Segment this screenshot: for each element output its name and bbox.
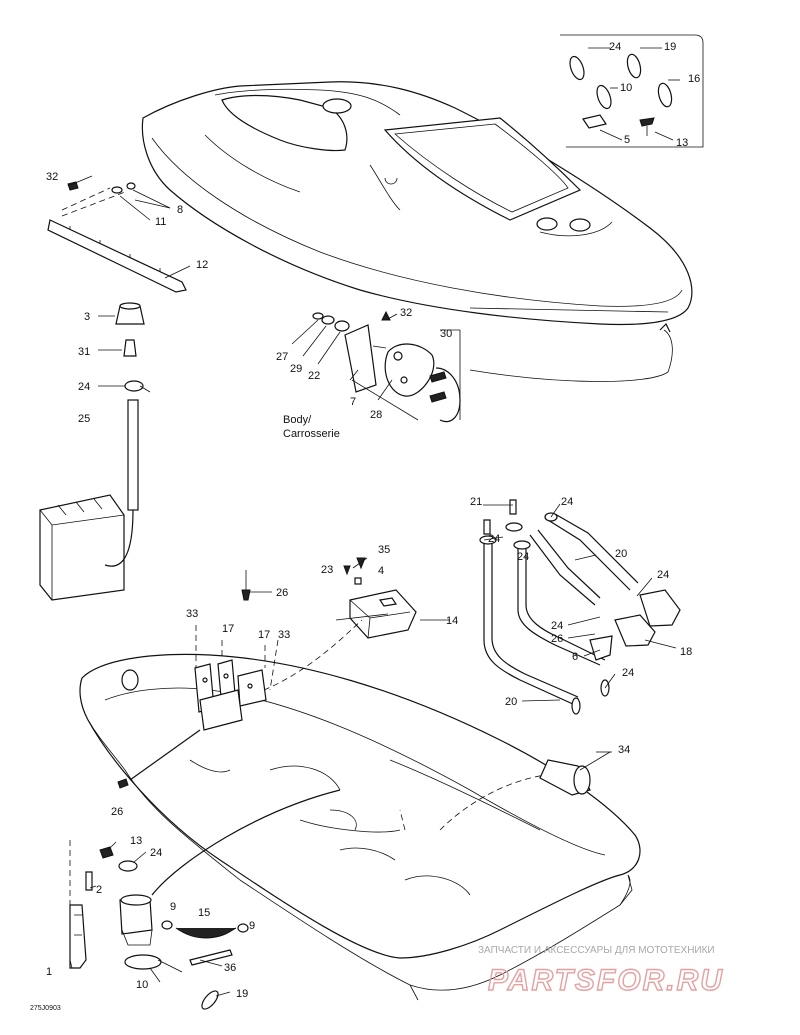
callout: 33 bbox=[186, 608, 198, 620]
callout: 9 bbox=[170, 901, 176, 913]
body-label: Body/ bbox=[283, 414, 312, 426]
callout: 24 bbox=[150, 847, 162, 859]
callout: 22 bbox=[308, 370, 320, 382]
callout: 24 bbox=[78, 381, 90, 393]
hull-brackets bbox=[117, 625, 279, 789]
callout: 4 bbox=[378, 565, 384, 577]
callout: 15 bbox=[198, 907, 210, 919]
callout: 25 bbox=[78, 413, 90, 425]
drawing-code: 275J0903 bbox=[30, 1005, 61, 1012]
callout: 19 bbox=[664, 41, 676, 53]
vent-tube-assembly bbox=[98, 302, 151, 511]
callout: 9 bbox=[249, 920, 255, 932]
callout: 8 bbox=[177, 204, 183, 216]
callout: 20 bbox=[615, 548, 627, 560]
hull bbox=[79, 619, 641, 1001]
clamps-inset bbox=[560, 34, 704, 148]
callout: 36 bbox=[224, 962, 236, 974]
callout: 2 bbox=[96, 884, 102, 896]
callout: 30 bbox=[440, 328, 452, 340]
callout: 24 bbox=[517, 551, 529, 563]
callout: 17 bbox=[222, 623, 234, 635]
callout: 26 bbox=[276, 587, 288, 599]
callout: 32 bbox=[46, 171, 58, 183]
callout: 28 bbox=[370, 409, 382, 421]
watermark-tagline: ЗАПЧАСТИ И АКСЕССУАРЫ ДЛЯ МОТОТЕХНИКИ bbox=[478, 945, 715, 956]
callout: 16 bbox=[688, 73, 700, 85]
callout: 26 bbox=[111, 806, 123, 818]
watermark: ЗАПЧАСТИ И АКСЕССУАРЫ ДЛЯ МОТОТЕХНИКИ PA… bbox=[478, 945, 724, 998]
rub-rail bbox=[47, 181, 191, 293]
callout: 3 bbox=[84, 311, 90, 323]
callout: 14 bbox=[446, 615, 458, 627]
callout: 13 bbox=[130, 835, 142, 847]
body-label: Carrosserie bbox=[283, 428, 340, 440]
drain-fitting bbox=[539, 751, 611, 796]
callout: 6 bbox=[572, 651, 578, 663]
vent-hoses-assembly bbox=[479, 499, 681, 715]
callout: 1 bbox=[46, 966, 52, 978]
callout: 7 bbox=[350, 396, 356, 408]
seat-latch-assembly bbox=[312, 310, 461, 423]
callout: 24 bbox=[622, 667, 634, 679]
callout: 10 bbox=[136, 979, 148, 991]
callout: 33 bbox=[278, 629, 290, 641]
callout: 26 bbox=[551, 633, 563, 645]
callout: 27 bbox=[276, 351, 288, 363]
callout: 12 bbox=[196, 259, 208, 271]
callout: 24 bbox=[609, 41, 621, 53]
callout-labels: 24 19 10 16 5 13 32 8 11 12 3 31 24 25 3… bbox=[30, 41, 700, 1012]
callout: 10 bbox=[620, 82, 632, 94]
callout: 19 bbox=[236, 988, 248, 1000]
callout: 5 bbox=[624, 134, 630, 146]
callout: 24 bbox=[561, 496, 573, 508]
callout: 18 bbox=[680, 646, 692, 658]
callout: 24 bbox=[551, 620, 563, 632]
battery bbox=[39, 494, 134, 601]
callout: 20 bbox=[505, 696, 517, 708]
callout: 31 bbox=[78, 346, 90, 358]
callout: 17 bbox=[258, 629, 270, 641]
upper-body-deck bbox=[141, 81, 693, 382]
callout: 24 bbox=[657, 569, 669, 581]
callout: 23 bbox=[321, 564, 333, 576]
callout: 29 bbox=[290, 363, 302, 375]
callout: 34 bbox=[618, 744, 630, 756]
leader-lines bbox=[67, 175, 677, 997]
callout: 32 bbox=[400, 307, 412, 319]
callout: 35 bbox=[378, 544, 390, 556]
callout: 24 bbox=[488, 533, 500, 545]
watermark-logo: PARTSFOR.RU bbox=[488, 964, 724, 997]
callout: 13 bbox=[676, 137, 688, 149]
bilge-parts bbox=[69, 789, 341, 1010]
callout: 21 bbox=[470, 496, 482, 508]
callout: 11 bbox=[155, 216, 166, 228]
